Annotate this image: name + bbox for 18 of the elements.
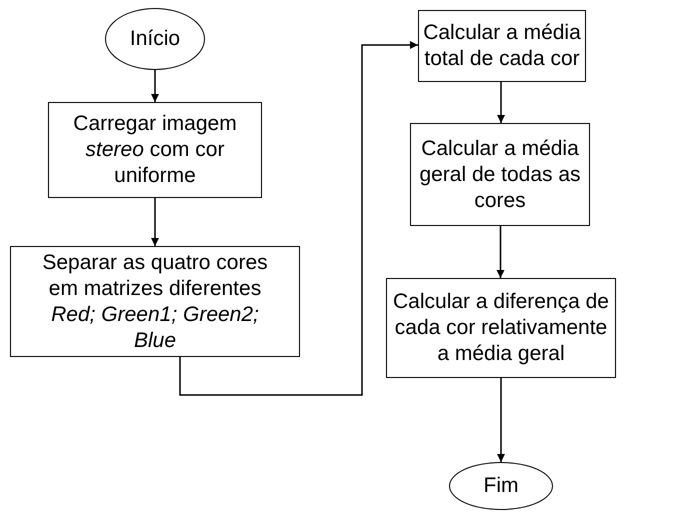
process-box (10, 246, 300, 357)
node-text: Carregar imagem stereo com cor uniforme (72, 111, 238, 189)
node-text: Fim (484, 473, 518, 499)
node-text: Separar as quatro cores em matrizes diferentes Red; Green1; Green2; Blue (41, 250, 269, 354)
process-box (386, 278, 616, 378)
process-box (418, 10, 586, 82)
arrow (497, 82, 505, 123)
arrow (496, 226, 504, 278)
node-text: Calcular a média total de cada cor (422, 20, 582, 72)
process-box (48, 102, 262, 198)
arrow (497, 378, 505, 462)
node-text: Calcular a diferença de cada cor relativamente a média geral (392, 289, 610, 367)
node-text: Calcular a média geral de todas as cores (418, 136, 582, 214)
node-text: Início (130, 26, 180, 52)
arrow (179, 41, 418, 396)
process-box (410, 123, 590, 226)
arrow (151, 198, 159, 246)
arrow (151, 70, 159, 102)
